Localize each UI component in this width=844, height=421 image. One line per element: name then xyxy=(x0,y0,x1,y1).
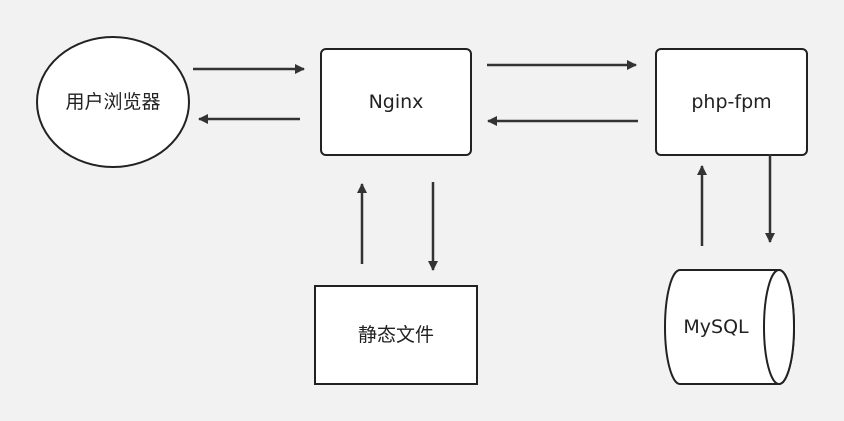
mysql-node xyxy=(664,269,795,385)
browser-node xyxy=(36,36,190,168)
nginx-node xyxy=(320,48,472,156)
php-fpm-node xyxy=(655,48,808,156)
static-files-node xyxy=(314,285,478,385)
